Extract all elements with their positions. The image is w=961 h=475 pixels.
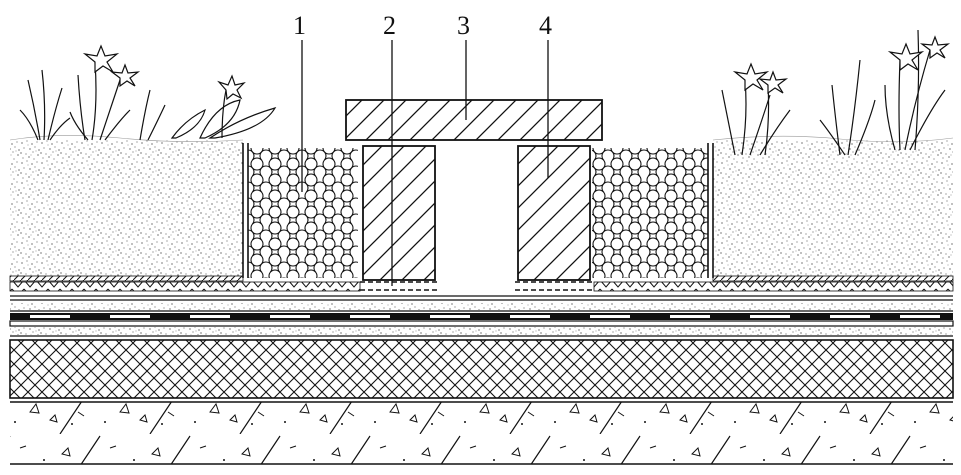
bearing-pads <box>360 281 594 291</box>
pebble-drainage-left <box>242 143 358 278</box>
plants-left-illustration <box>19 44 277 141</box>
callout-3: 3 <box>457 11 470 40</box>
plants-right-illustration <box>721 29 951 156</box>
callout-2: 2 <box>383 11 396 40</box>
growing-medium-layer <box>9 135 954 276</box>
walkway-slab <box>345 99 603 141</box>
callout-1: 1 <box>293 11 306 40</box>
waterproof-layers <box>9 295 954 337</box>
support-block-right <box>517 145 591 281</box>
filter-layer <box>9 275 954 292</box>
concrete-roof-slab <box>10 401 953 465</box>
insulation-layer <box>9 339 954 399</box>
callout-4: 4 <box>539 11 552 40</box>
callout-leaders <box>301 40 549 286</box>
pebble-drainage-right <box>592 143 714 278</box>
support-block-left <box>362 145 436 281</box>
